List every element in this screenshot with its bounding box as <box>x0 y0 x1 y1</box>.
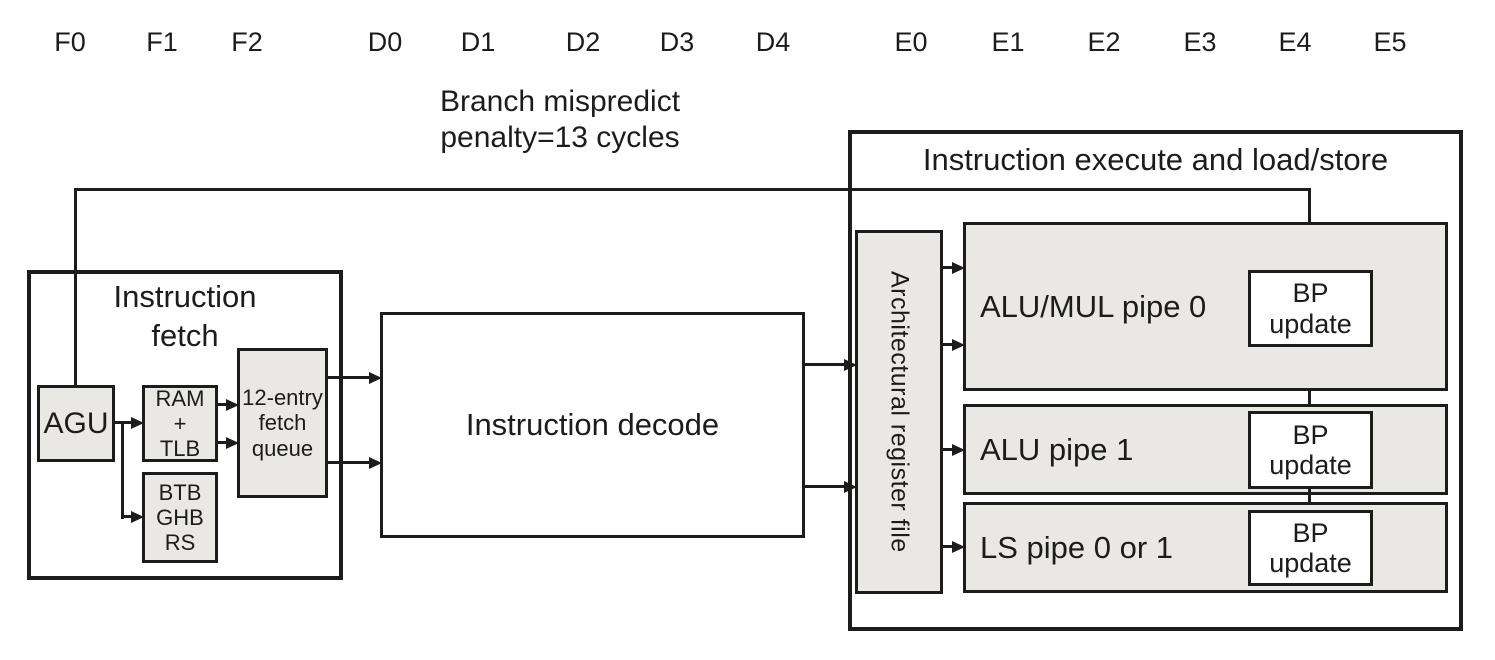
feedback-line-horizontal <box>74 188 1311 191</box>
btb-ghb-rs-box: BTB GHB RS <box>142 472 218 563</box>
arrow-queue-to-decode-top <box>326 371 382 384</box>
alu-pipe1-label: ALU pipe 1 <box>980 431 1134 467</box>
bp-update-label-pipe1: BP update <box>1269 419 1352 480</box>
ram-tlb-box: RAM + TLB <box>142 385 218 462</box>
stage-label-e5: E5 <box>1373 27 1407 57</box>
stage-label-e0: E0 <box>894 27 928 57</box>
alu-mul-pipe0-label: ALU/MUL pipe 0 <box>980 288 1207 324</box>
feedback-line-to-agu <box>74 188 77 387</box>
alu-mul-pipe0-box: ALU/MUL pipe 0 <box>963 222 1448 391</box>
bp-update-box-pipe0: BP update <box>1248 270 1373 347</box>
bp-update-label-pipe0: BP update <box>1269 278 1352 339</box>
instruction-fetch-title: Instruction fetch <box>113 279 257 353</box>
stage-label-e4: E4 <box>1278 27 1312 57</box>
arrow-agu-to-btb <box>121 510 144 523</box>
bp-update-box-pipe1: BP update <box>1248 411 1373 489</box>
stage-label-f0: F0 <box>54 27 86 57</box>
arrow-ram-to-queue-bottom <box>216 436 239 449</box>
stage-label-d0: D0 <box>367 27 403 57</box>
bp-update-box-ls: BP update <box>1248 510 1373 586</box>
stage-label-f1: F1 <box>146 27 178 57</box>
agu-box: AGU <box>37 385 115 462</box>
arrow-regfile-to-pipe0-top <box>941 261 965 274</box>
bp-update-label-ls: BP update <box>1269 517 1352 578</box>
arrow-decode-to-regfile-top <box>803 358 857 371</box>
arrow-agu-to-ram-tlb <box>113 416 144 429</box>
execute-unit-title: Instruction execute and load/store <box>922 142 1389 177</box>
bp-chain-connector-2 <box>1308 487 1311 504</box>
alu-pipe1-box: ALU pipe 1 <box>963 404 1448 495</box>
register-file-label: Architectural register file <box>885 271 914 553</box>
fetch-queue-label: 12-entry fetch queue <box>242 385 323 461</box>
stage-label-d1: D1 <box>460 27 496 57</box>
stage-label-d4: D4 <box>755 27 791 57</box>
arrow-decode-to-regfile-bottom <box>803 480 857 493</box>
fetch-queue-box: 12-entry fetch queue <box>237 348 328 498</box>
stage-label-d2: D2 <box>565 27 601 57</box>
stage-label-e3: E3 <box>1183 27 1217 57</box>
agu-branch-line <box>121 421 124 519</box>
stage-label-d3: D3 <box>659 27 695 57</box>
ls-pipe-label: LS pipe 0 or 1 <box>980 529 1174 565</box>
stage-label-f2: F2 <box>231 27 263 57</box>
stage-label-e1: E1 <box>991 27 1025 57</box>
arrow-regfile-to-pipe0-bottom <box>941 338 965 351</box>
agu-label: AGU <box>43 406 109 440</box>
branch-mispredict-annotation: Branch mispredict penalty=13 cycles <box>439 85 681 154</box>
instruction-decode-box: Instruction decode <box>380 312 805 538</box>
arrow-ram-to-queue-top <box>216 398 239 411</box>
ls-pipe-box: LS pipe 0 or 1 <box>963 502 1448 593</box>
arrow-queue-to-decode-bottom <box>326 456 382 469</box>
feedback-line-from-bp <box>1308 188 1311 224</box>
bp-chain-connector-1 <box>1308 389 1311 406</box>
arrow-regfile-to-ls-pipe <box>941 540 965 553</box>
stage-label-e2: E2 <box>1087 27 1121 57</box>
register-file-box: Architectural register file <box>855 230 943 594</box>
ram-tlb-label: RAM + TLB <box>155 385 205 462</box>
btb-ghb-rs-label: BTB GHB RS <box>156 479 204 556</box>
arrow-regfile-to-pipe1 <box>941 443 965 456</box>
instruction-decode-label: Instruction decode <box>465 407 720 442</box>
